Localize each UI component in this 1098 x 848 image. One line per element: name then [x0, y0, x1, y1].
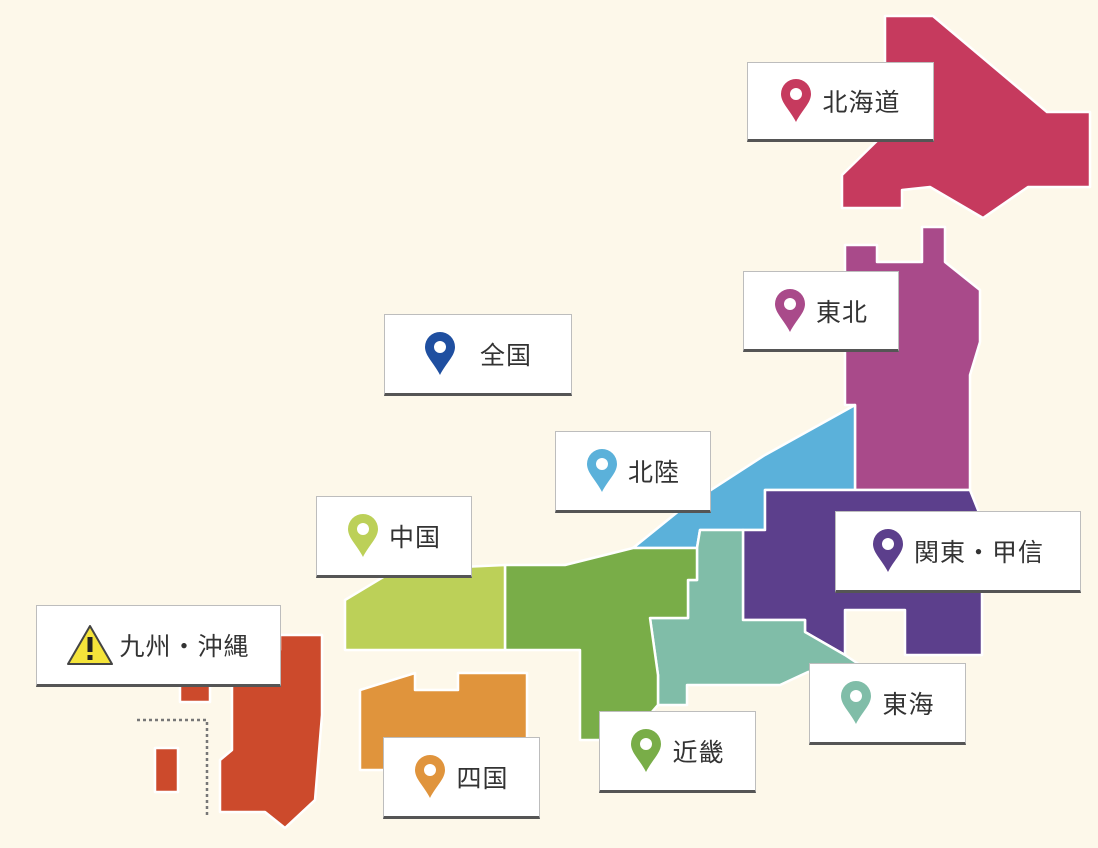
okinawa-divider-line	[137, 718, 209, 815]
region-label-hokuriku[interactable]: 北陸	[555, 431, 711, 513]
region-label-chugoku[interactable]: 中国	[316, 496, 472, 578]
region-label-text: 全国	[479, 341, 532, 370]
region-label-kyushu-okinawa[interactable]: 九州・沖縄	[36, 605, 281, 687]
region-okinawa[interactable]	[153, 746, 180, 794]
region-label-text: 関東・甲信	[913, 538, 1044, 567]
region-label-text: 北海道	[822, 88, 901, 117]
map-pin-icon	[872, 529, 903, 572]
map-pin-icon	[774, 288, 805, 332]
region-tohoku[interactable]	[843, 225, 982, 492]
map-pin-icon	[586, 449, 617, 492]
region-label-kinki[interactable]: 近畿	[599, 711, 756, 793]
map-pin-icon	[424, 332, 455, 375]
region-label-text: 中国	[388, 523, 441, 552]
region-label-shikoku[interactable]: 四国	[383, 737, 540, 819]
warning-icon	[67, 625, 114, 665]
region-label-tokai[interactable]: 東海	[809, 663, 966, 745]
region-label-text: 北陸	[627, 458, 680, 487]
region-label-text: 近畿	[672, 738, 725, 767]
region-label-tohoku[interactable]: 東北	[743, 271, 899, 352]
region-label-hokkaido[interactable]: 北海道	[747, 62, 934, 142]
region-label-kanto-koshin[interactable]: 関東・甲信	[835, 511, 1081, 593]
region-label-zenkoku[interactable]: 全国	[384, 314, 572, 396]
region-label-text: 四国	[456, 764, 509, 793]
map-pin-icon	[631, 729, 662, 772]
map-pin-icon	[415, 755, 446, 798]
map-pin-icon	[841, 681, 872, 724]
map-pin-icon	[781, 79, 812, 122]
region-kinki[interactable]	[503, 546, 699, 742]
region-label-text: 東北	[815, 297, 868, 327]
region-label-text: 九州・沖縄	[119, 632, 250, 661]
map-pin-icon	[347, 514, 378, 557]
region-label-text: 東海	[882, 690, 935, 719]
